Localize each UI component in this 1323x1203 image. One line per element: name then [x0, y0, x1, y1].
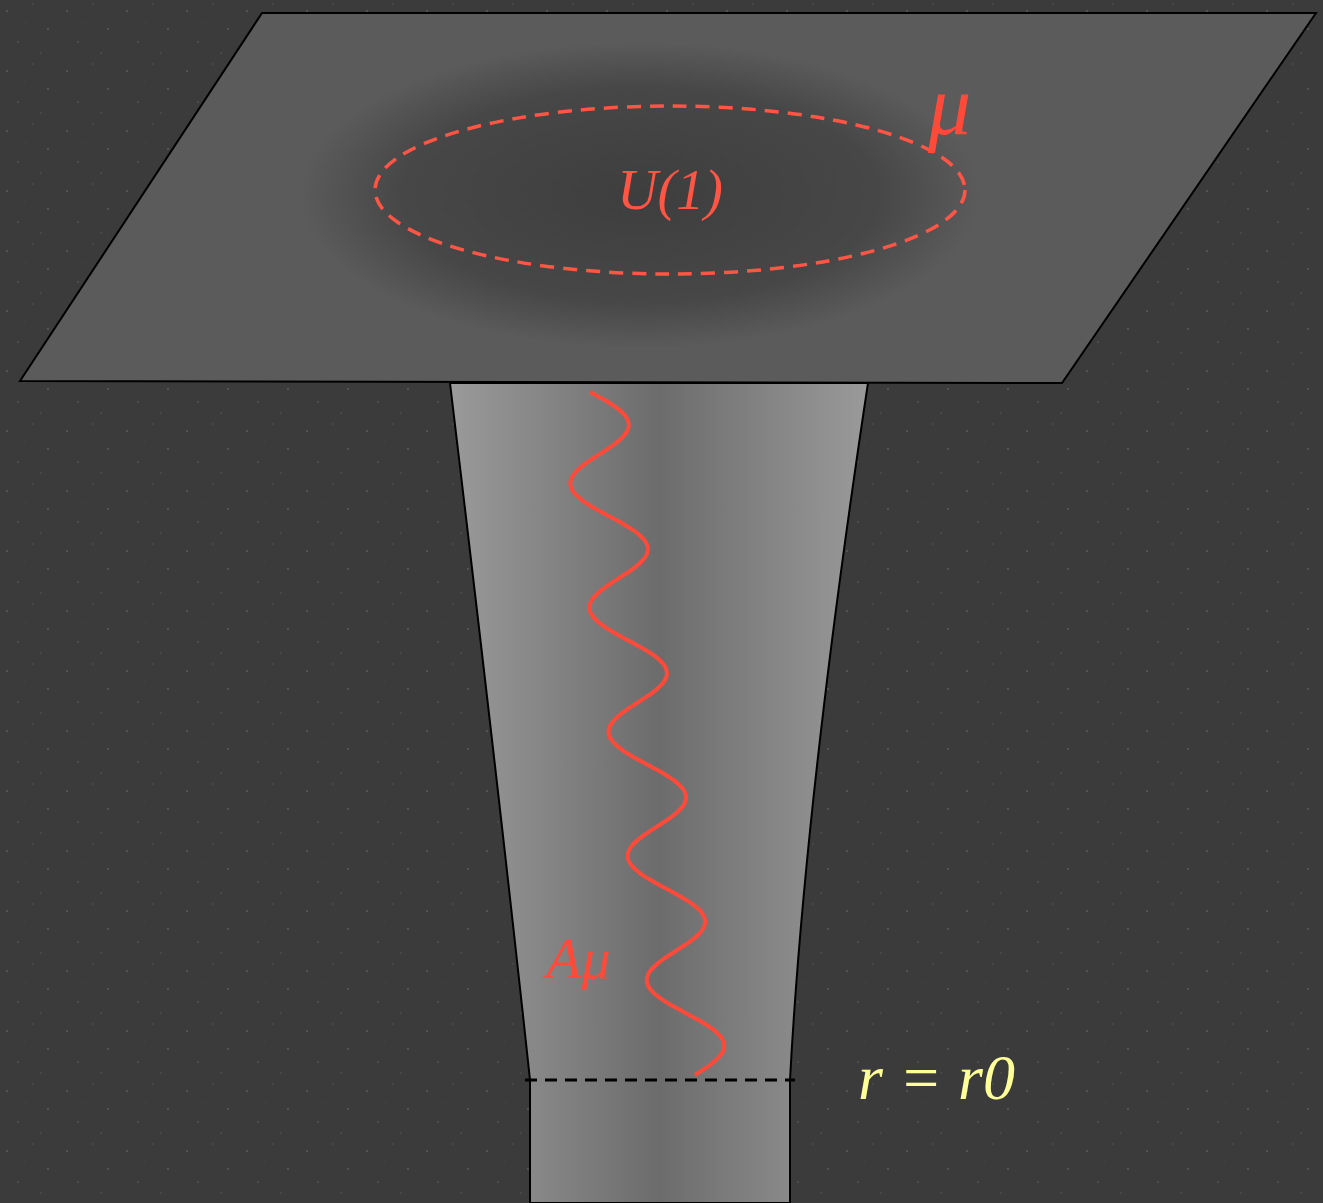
cutoff-label: r = r0: [858, 1046, 1015, 1110]
cutoff-line: [525, 1079, 795, 1082]
dashed-ellipse: U(1): [372, 103, 968, 277]
boundary-plane: [20, 13, 1316, 383]
chemical-potential: μ: [928, 62, 971, 148]
gauge-field-label: Aμ: [546, 930, 611, 988]
throat: [450, 383, 868, 1203]
symmetry-label: U(1): [617, 162, 723, 218]
